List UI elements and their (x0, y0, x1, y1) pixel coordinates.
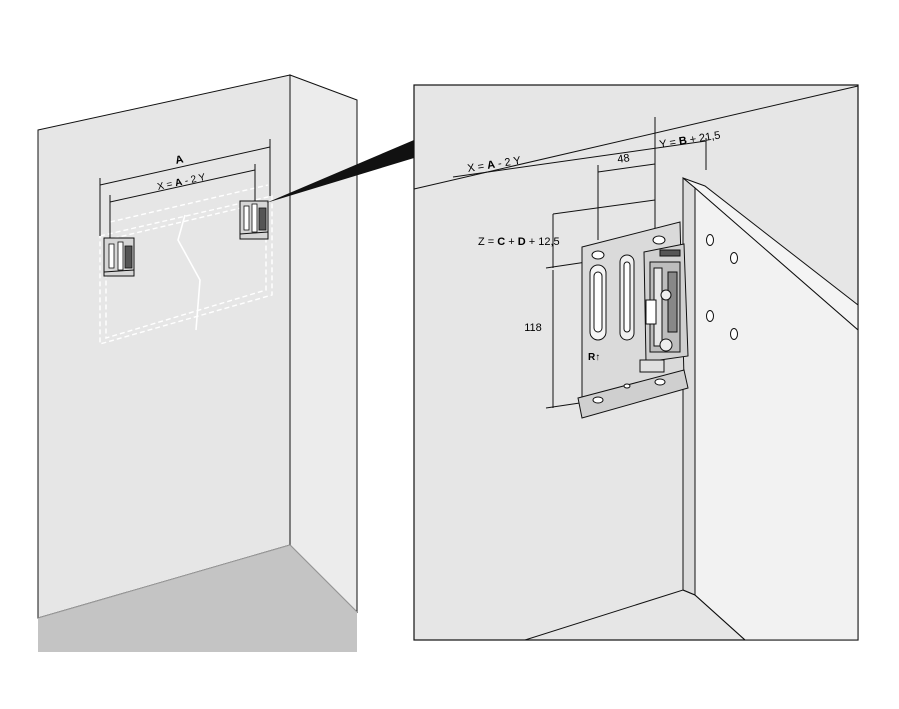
dimension-x-overview (109, 164, 256, 240)
bracket-right-small (239, 200, 269, 240)
floor (38, 545, 357, 652)
dimension-z-label: Z = C + D + 12,5 (478, 236, 560, 248)
dimension-xy-detail (452, 117, 707, 228)
cabinet (524, 176, 859, 641)
dimension-x-detail-label: X = A - 2 Y (467, 155, 523, 175)
cabinet-outline-dashed (99, 184, 273, 345)
side-wall (289, 74, 358, 614)
dimension-x-overview-label: X = A - 2 Y (156, 172, 207, 193)
dimension-y-detail-label: Y = B + 21,5 (659, 129, 722, 150)
glass-reflection (177, 214, 201, 331)
room-overview: A X = A - 2 Y (37, 74, 414, 652)
bracket-mark: R↑ (588, 352, 600, 363)
detail-panel: X = A - 2 Y Y = B + 21,5 48 Z = C + D + … (413, 84, 859, 641)
bracket-detail (577, 221, 689, 419)
dimension-a-label: A (174, 153, 184, 166)
zoom-callout (266, 140, 414, 203)
dimension-a (99, 139, 271, 236)
dimension-48 (597, 163, 656, 240)
back-wall (37, 74, 291, 619)
dimension-118-label: 118 (524, 322, 542, 334)
bracket-left-small (103, 237, 135, 277)
dimension-48-label: 48 (617, 152, 631, 166)
